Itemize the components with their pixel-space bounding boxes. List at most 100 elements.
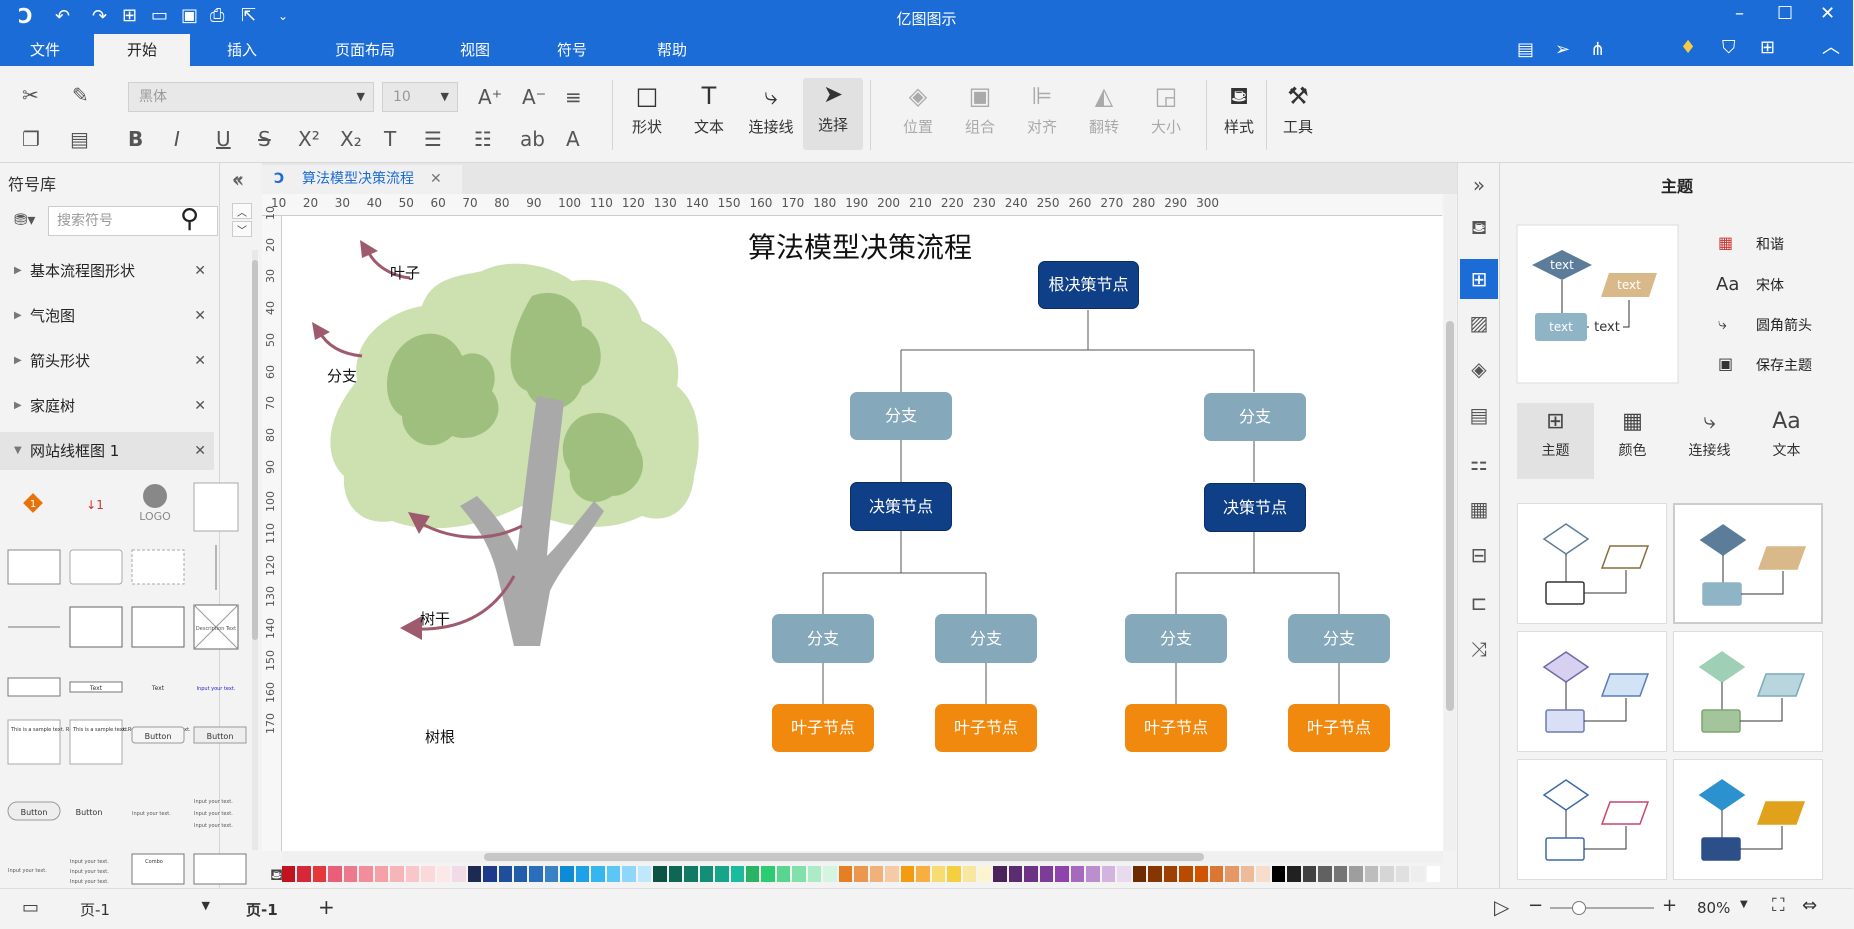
bullet-list-icon[interactable]: ☷ <box>474 127 492 151</box>
scroll-down-icon[interactable]: ﹀ <box>232 221 252 237</box>
text-align-icon[interactable]: ≡ <box>565 85 582 109</box>
table-icon[interactable]: ▦ <box>1469 497 1489 521</box>
color-swatch[interactable] <box>885 866 899 882</box>
fit-page-icon[interactable]: ⛶ <box>1772 895 1785 916</box>
color-swatch[interactable] <box>575 866 590 882</box>
color-swatch[interactable] <box>746 866 760 882</box>
color-swatch[interactable] <box>1349 866 1363 882</box>
color-swatch[interactable] <box>591 866 605 882</box>
size-button[interactable]: ◲大小 <box>1136 80 1196 137</box>
thumb-button2[interactable]: Button <box>193 726 247 744</box>
strikethrough-icon[interactable]: S <box>258 127 271 151</box>
theme-option-card[interactable] <box>1673 631 1823 752</box>
thumb-dropdown-button[interactable]: Button <box>76 808 103 817</box>
format-painter-icon[interactable]: ✎ <box>72 83 89 107</box>
scroll-up-icon[interactable]: ︿ <box>232 203 252 219</box>
thumb-checkbox[interactable]: Input your text. <box>132 811 171 817</box>
close-library-icon[interactable]: ✕ <box>194 308 206 324</box>
search-input[interactable]: 搜索符号 <box>48 206 218 236</box>
color-swatch[interactable] <box>869 866 884 882</box>
thumb-radio-list[interactable]: Input your text.Input your text.Input yo… <box>70 859 109 885</box>
customize-icon[interactable]: ⌄ <box>278 9 289 23</box>
thumb-image-placeholder[interactable]: Description Text <box>193 604 239 650</box>
color-swatch[interactable] <box>282 866 296 882</box>
tab-symbols[interactable]: 符号 <box>556 41 587 59</box>
theme-panel-icon[interactable]: ⊞ <box>1460 259 1498 299</box>
shirt-icon[interactable]: ⛉ <box>1722 37 1736 58</box>
color-swatch[interactable] <box>606 866 621 882</box>
color-swatch[interactable] <box>1411 866 1425 882</box>
thumb-list-box[interactable] <box>193 853 247 885</box>
color-swatch[interactable] <box>436 866 451 882</box>
color-swatch[interactable] <box>668 866 683 882</box>
close-library-icon[interactable]: ✕ <box>194 443 206 459</box>
close-library-icon[interactable]: ✕ <box>194 398 206 414</box>
thumb-round-rect[interactable] <box>69 549 123 585</box>
org-chart-icon[interactable]: ⊟ <box>1470 543 1488 567</box>
paste-icon[interactable]: ▤ <box>70 127 89 151</box>
maximize-icon[interactable]: ☐ <box>1777 3 1794 24</box>
color-swatch[interactable] <box>359 866 373 882</box>
color-swatch[interactable] <box>962 866 976 882</box>
option-round-arrow[interactable]: 圆角箭头 <box>1756 318 1812 334</box>
color-swatch[interactable] <box>1039 866 1054 882</box>
align-button[interactable]: ⊫对齐 <box>1012 80 1072 137</box>
library-manager-icon[interactable]: ⛃▾ <box>14 210 36 229</box>
tab-help[interactable]: 帮助 <box>656 41 687 59</box>
font-shrink-icon[interactable]: A⁻ <box>522 85 547 109</box>
copy-icon[interactable]: ❐ <box>22 127 40 151</box>
close-library-icon[interactable]: ✕ <box>194 353 206 369</box>
close-library-icon[interactable]: ✕ <box>194 263 206 279</box>
apps-icon[interactable]: ⊞ <box>1760 37 1776 58</box>
color-swatch[interactable] <box>653 866 667 882</box>
share-icon[interactable]: ⋔ <box>1590 39 1606 60</box>
shuffle-icon[interactable]: ⤨ <box>1471 637 1487 661</box>
label-trunk[interactable]: 树干 <box>420 610 451 628</box>
theme-option-card[interactable] <box>1517 503 1667 624</box>
color-swatch[interactable] <box>1070 866 1085 882</box>
node-leaf-1[interactable]: 叶子节点 <box>772 704 874 752</box>
theme-option-card[interactable] <box>1673 759 1823 880</box>
zoom-slider-handle[interactable] <box>1572 901 1586 915</box>
color-swatch[interactable] <box>421 866 435 882</box>
send-icon[interactable]: ➢ <box>1555 39 1571 60</box>
theme-option-card[interactable] <box>1517 759 1667 880</box>
tab-page-layout[interactable]: 页面布局 <box>334 41 395 59</box>
page-select[interactable]: 页-1▼ <box>80 899 210 920</box>
zoom-level[interactable]: 80% <box>1697 899 1731 917</box>
thumb-radio[interactable]: Input your text. <box>8 868 47 874</box>
color-swatch[interactable] <box>684 866 698 882</box>
color-swatch[interactable] <box>1333 866 1348 882</box>
color-swatch[interactable] <box>560 866 574 882</box>
comment-icon[interactable]: ▤ <box>1517 39 1535 60</box>
zoom-out-icon[interactable]: − <box>1528 895 1544 916</box>
color-swatch[interactable] <box>1302 866 1317 882</box>
library-wireframe[interactable]: ▼网站线框图 1✕ <box>0 432 214 470</box>
color-swatch[interactable] <box>1086 866 1100 882</box>
redo-icon[interactable]: ↷ <box>92 6 108 27</box>
color-swatch[interactable] <box>1364 866 1379 882</box>
color-swatch[interactable] <box>823 866 837 882</box>
group-button[interactable]: ▣组合 <box>950 80 1010 137</box>
subscript-icon[interactable]: X₂ <box>340 127 362 151</box>
color-swatch[interactable] <box>792 866 806 882</box>
font-color-icon[interactable]: A <box>566 127 580 151</box>
color-swatch[interactable] <box>1225 866 1239 882</box>
collapse-panel-icon[interactable]: « <box>232 169 244 190</box>
color-swatch[interactable] <box>1318 866 1332 882</box>
node-decision-left[interactable]: 决策节点 <box>850 482 952 531</box>
color-swatch[interactable] <box>1132 866 1147 882</box>
color-swatch[interactable] <box>1024 866 1038 882</box>
text-case-icon[interactable]: ab <box>520 127 545 151</box>
line-spacing-icon[interactable]: ☰ <box>424 127 442 151</box>
tab-insert[interactable]: 插入 <box>226 41 257 59</box>
thumb-combo[interactable]: Combo <box>131 853 185 885</box>
subtab-connector[interactable]: ⤷ 连接线 <box>1671 403 1748 479</box>
theme-preview[interactable]: text text text text <box>1516 224 1679 384</box>
subtab-color[interactable]: ▦ 颜色 <box>1594 403 1671 479</box>
font-family-select[interactable]: 黑体▼ <box>128 82 374 112</box>
color-swatch[interactable] <box>1240 866 1255 882</box>
color-swatch[interactable] <box>807 866 822 882</box>
cut-icon[interactable]: ✂ <box>22 83 39 107</box>
color-swatch[interactable] <box>947 866 961 882</box>
